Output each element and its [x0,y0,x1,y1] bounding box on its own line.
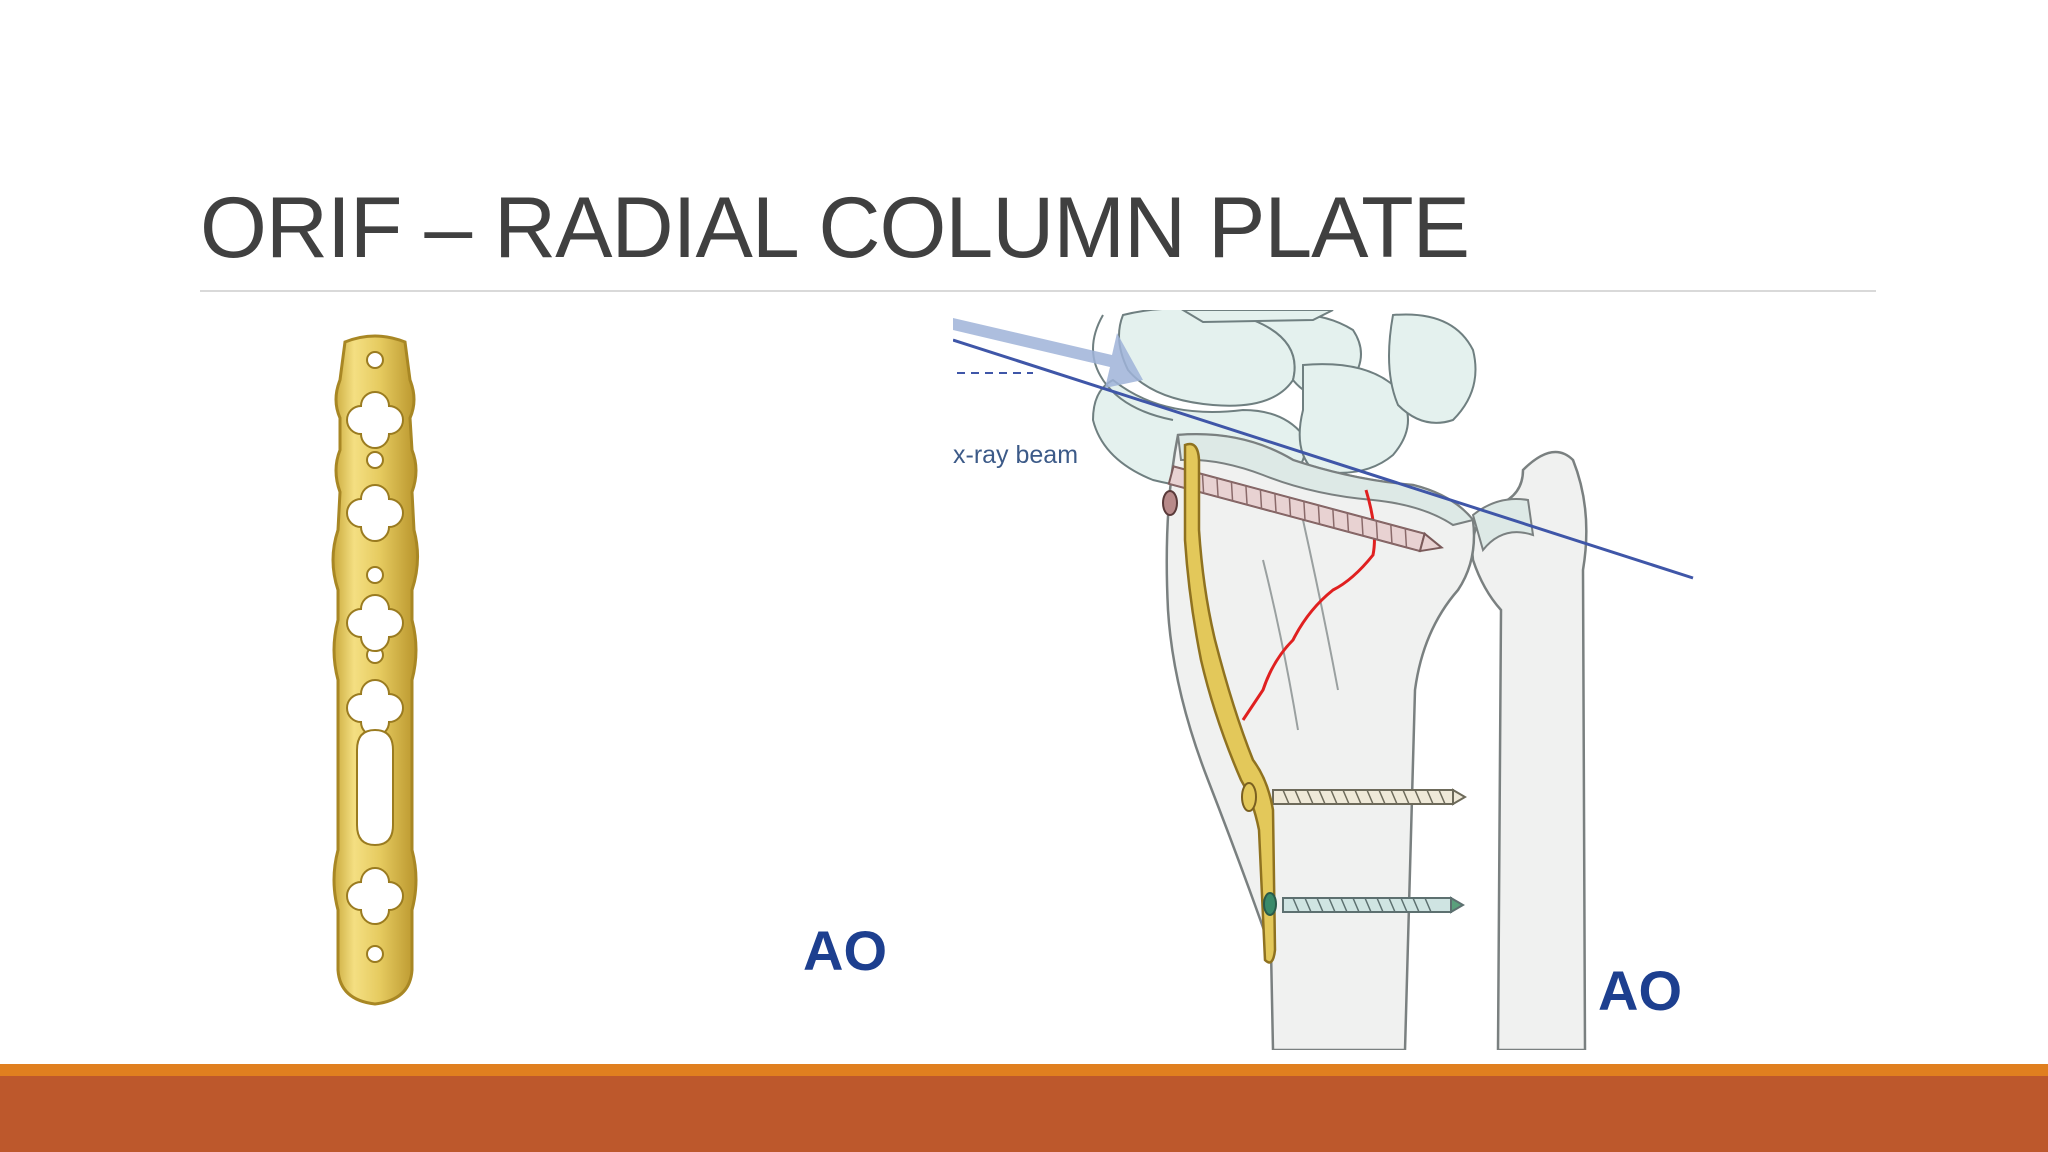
plate-combi-hole [346,483,404,542]
plate-slot-hole [356,728,394,847]
plate-combi-hole [346,866,404,925]
svg-text:AO: AO [803,919,887,982]
xray-beam-arrow [953,318,1143,388]
title-divider [200,290,1876,292]
carpal-outline [1092,314,1174,421]
screw-proximal [1167,465,1444,553]
screw-head-proximal [1162,490,1178,516]
screw-middle [1272,788,1467,806]
plate-illustration: AO [300,320,900,1020]
xray-beam-line [953,338,1694,580]
plate-hole-small [366,566,384,584]
footer-accent-stripe [0,1064,2048,1076]
screw-head-distal [1263,892,1277,916]
svg-text:AO: AO [1598,959,1682,1022]
plate-hole-small [366,451,384,469]
fracture-line [1241,489,1376,721]
plate-hole-small [366,351,384,369]
ao-logo: AO [1598,959,1682,1022]
radius-cartilage [1176,433,1475,527]
plate-combi-hole [346,390,404,449]
xray-beam-label: x-ray beam [953,441,1078,469]
radius-bone [1165,433,1476,1050]
ao-logo: AO [803,919,887,982]
plate-hole-small [366,945,384,963]
plate-combi-hole [346,593,404,652]
screw-head-middle [1241,782,1257,812]
slide-title: ORIF – RADIAL COLUMN PLATE [200,180,1470,276]
wrist-illustration: x-ray beam AO [953,310,1713,1050]
radial-column-plate [1183,442,1277,964]
screw-distal [1282,896,1465,914]
footer-band [0,1076,2048,1152]
